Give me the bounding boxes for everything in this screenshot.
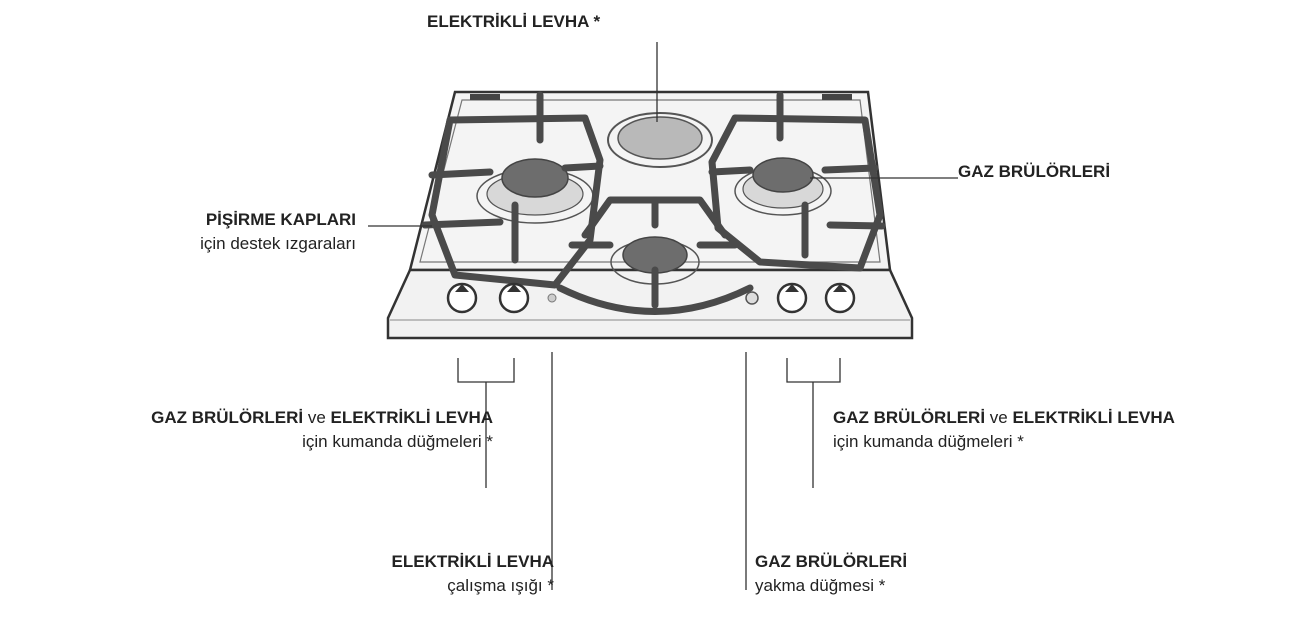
- label-operating-light-sub: çalışma ışığı *: [447, 576, 554, 595]
- control-knobs-right: [776, 282, 856, 314]
- label-controls-right: GAZ BRÜLÖRLERİ ve ELEKTRİKLİ LEVHA için …: [833, 408, 1175, 451]
- gas-burner-left: [476, 158, 594, 224]
- label-operating-light: ELEKTRİKLİ LEVHA çalışma ışığı *: [391, 552, 554, 595]
- label-pan-supports-title: PİŞİRME KAPLARI: [205, 210, 356, 229]
- gas-burner-center: [610, 236, 700, 285]
- label-gas-burners-right: GAZ BRÜLÖRLERİ: [958, 162, 1111, 181]
- label-controls-right-sub: için kumanda düğmeleri *: [833, 432, 1024, 451]
- label-ignition-button: GAZ BRÜLÖRLERİ yakma düğmesi *: [755, 552, 908, 595]
- gas-burner-right: [734, 157, 832, 216]
- electric-plate-light: [547, 293, 557, 303]
- label-pan-supports: PİŞİRME KAPLARI için destek ızgaraları: [200, 208, 356, 256]
- label-pan-supports-sub: için destek ızgaraları: [200, 234, 356, 253]
- ignition-button: [745, 291, 759, 305]
- label-controls-left-sub: için kumanda düğmeleri *: [302, 432, 493, 451]
- label-electric-plate-top: ELEKTRİKLİ LEVHA *: [427, 12, 601, 31]
- leader-lines: [368, 42, 958, 590]
- electric-plate: [607, 112, 713, 168]
- control-knobs-left: [446, 282, 530, 314]
- pan-support-grates: [421, 91, 886, 315]
- label-controls-left: GAZ BRÜLÖRLERİ ve ELEKTRİKLİ LEVHA için …: [151, 408, 493, 451]
- label-ignition-button-sub: yakma düğmesi *: [755, 576, 886, 595]
